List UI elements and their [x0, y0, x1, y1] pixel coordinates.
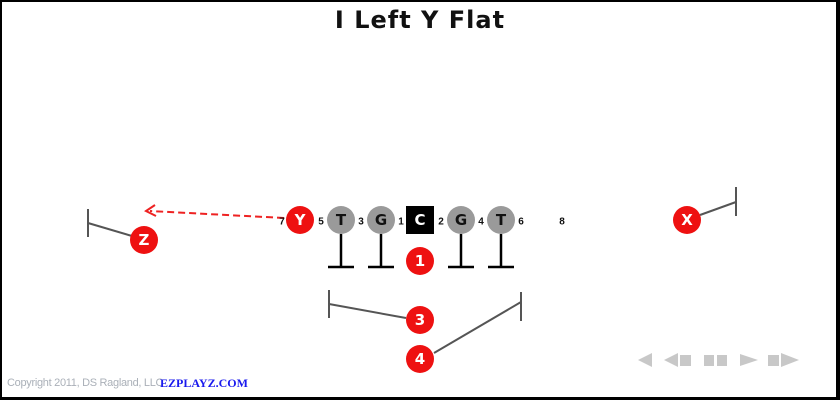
- player-x: X: [673, 206, 701, 234]
- brand-link[interactable]: EZPLAYZ.COM: [160, 376, 248, 390]
- step-back-icon[interactable]: [662, 352, 694, 368]
- player-right-tackle: T: [487, 206, 515, 234]
- y-flat-route: [149, 210, 285, 219]
- player-tailback: 4: [406, 345, 434, 373]
- player-fullback: 3: [406, 306, 434, 334]
- player-center: C: [406, 206, 434, 234]
- z-block-line: [87, 222, 133, 237]
- player-quarterback: 1: [406, 247, 434, 275]
- player-left-tackle: T: [327, 206, 355, 234]
- hole-number: 5: [318, 216, 324, 228]
- player-right-guard: G: [447, 206, 475, 234]
- hole-number: 3: [358, 216, 364, 228]
- x-block-line: [699, 201, 737, 216]
- pause-icon[interactable]: [703, 352, 729, 368]
- tb-block-line: [433, 301, 522, 354]
- play-title: I Left Y Flat: [334, 6, 506, 34]
- step-forward-icon[interactable]: [767, 352, 801, 368]
- player-y: Y: [286, 206, 314, 234]
- fb-block-line: [328, 303, 407, 319]
- hole-number: 8: [559, 216, 565, 228]
- player-z: Z: [130, 226, 158, 254]
- hole-number: 6: [518, 216, 524, 228]
- play-icon[interactable]: [738, 352, 760, 368]
- hole-number: 1: [398, 216, 404, 228]
- copyright-text: Copyright 2011, DS Ragland, LLC: [7, 377, 164, 389]
- route-arrowhead-icon: [144, 204, 157, 217]
- hole-number: 7: [279, 216, 285, 228]
- hole-number: 4: [478, 216, 484, 228]
- player-left-guard: G: [367, 206, 395, 234]
- hole-number: 2: [438, 216, 444, 228]
- rewind-icon[interactable]: [636, 352, 654, 368]
